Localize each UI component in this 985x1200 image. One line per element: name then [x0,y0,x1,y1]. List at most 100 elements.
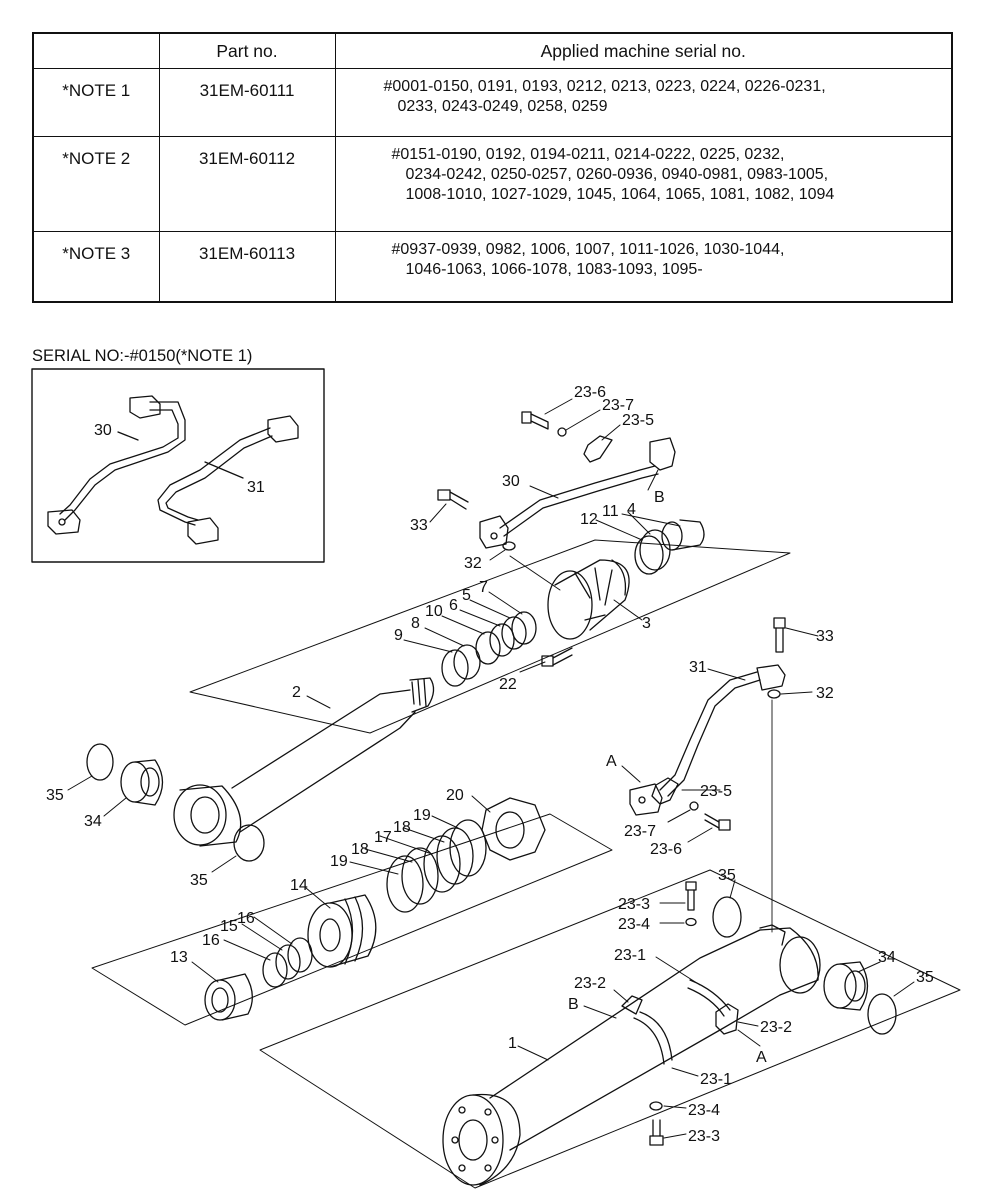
callout-23-2-right: 23-2 [760,1019,792,1036]
o-ring-32-right [767,689,781,699]
callout-b-top: B [654,489,665,506]
callout-15: 15 [220,918,238,935]
seal-5 [501,616,527,650]
callout-23-5: 23-5 [622,412,654,429]
callout-23-3-bottom: 23-3 [688,1128,720,1145]
serial-cell: #0937-0939, 0982, 1006, 1007, 1011-1026,… [334,231,953,303]
callout-23-1-top: 23-1 [614,947,646,964]
header-part-no: Part no. [158,32,336,69]
callout-14: 14 [290,877,308,894]
inset-pipe-30 [47,395,186,535]
ring-17 [423,835,461,893]
note-cell: *NOTE 1 [32,68,160,137]
inset-caption: SERIAL NO:-#0150(*NOTE 1) [32,347,253,365]
ring-8 [453,644,481,680]
callout-16-b: 16 [237,910,255,927]
part-no-cell: 31EM-60113 [158,231,336,303]
serial-line: #0151-0190, 0192, 0194-0211, 0214-0222, … [391,146,785,163]
callout-9: 9 [394,627,403,644]
washer-23-4-bottom [649,1101,663,1111]
serial-line: #0001-0150, 0191, 0193, 0212, 0213, 0223… [383,78,826,95]
ring-16-a [287,937,313,973]
callout-32-right: 32 [816,685,834,702]
callout-34-right: 34 [878,949,896,966]
washer-23-7-top [557,427,567,437]
callout-23-4-top: 23-4 [618,916,650,933]
callout-35-left: 35 [46,787,64,804]
exploded-group-outline-head [189,539,791,734]
callout-4: 4 [627,501,636,518]
seal-10 [475,631,501,665]
bolt-33-left [437,489,469,510]
bracket-23-2-right [715,1003,739,1035]
ring-11 [639,529,671,571]
callout-16-a: 16 [202,932,220,949]
callout-35-mid: 35 [190,872,208,889]
clamp-23-5-right [651,777,679,805]
callout-23-7: 23-7 [602,397,634,414]
serial-line: 1046-1063, 1066-1078, 1083-1093, 1095- [405,261,703,278]
clamp-23-5-top [583,435,613,463]
callout-a-left: A [606,753,617,770]
leader-line [204,461,244,479]
bushing-13 [204,973,253,1021]
callout-b-bottom: B [568,996,579,1013]
pipe-30 [479,437,676,549]
inset-pipe-31 [157,415,299,545]
nut-20 [481,797,546,861]
ring-18-b [401,847,439,905]
callout-19-b: 19 [330,853,348,870]
ring-9 [441,649,469,687]
callout-12: 12 [580,511,598,528]
piston-rod-2 [173,677,435,847]
bolt-23-6-right [704,813,731,831]
seal-7 [511,611,537,645]
callout-23-6-right: 23-6 [650,841,682,858]
bushing-34-right [823,961,869,1011]
callout-35-right-top: 35 [718,867,736,884]
callout-18-a: 18 [393,819,411,836]
inset-label-31: 31 [247,479,265,496]
seal-35-right-top [712,896,742,938]
callout-31: 31 [689,659,707,676]
callout-8: 8 [411,615,420,632]
leader-lines [67,398,915,1139]
callout-33-left: 33 [410,517,428,534]
callout-23-2-left: 23-2 [574,975,606,992]
seal-35-mid [233,824,265,862]
bracket-23-2-left [621,995,643,1015]
washer-23-7-right [689,801,699,811]
ring-6 [489,623,515,657]
callout-2: 2 [292,684,301,701]
callout-20: 20 [446,787,464,804]
bolt-22 [541,647,573,667]
callout-23-6: 23-6 [574,384,606,401]
bolt-23-6-top [521,411,549,430]
seal-35-left [86,743,114,781]
serial-cell: #0151-0190, 0192, 0194-0211, 0214-0222, … [334,136,953,232]
serial-line: #0937-0939, 0982, 1006, 1007, 1011-1026,… [391,241,785,258]
callout-1: 1 [508,1035,517,1052]
callout-23-4-bottom: 23-4 [688,1102,720,1119]
callout-5: 5 [462,587,471,604]
callout-30: 30 [502,473,520,490]
callout-11: 11 [602,503,619,520]
callout-labels: 30 31 23-6 23-7 23-5 30 B 33 4 12 11 32 … [46,384,934,1145]
exploded-group-outline-piston [91,813,613,1026]
cylinder-tube-1 [442,924,821,1186]
part-no-cell: 31EM-60112 [158,136,336,232]
inset-label-30: 30 [94,422,112,439]
clamp-23-1-top [687,979,731,1017]
callout-33-right: 33 [816,628,834,645]
seal-15 [275,944,301,980]
callout-10: 10 [425,603,443,620]
serial-line: 0234-0242, 0250-0257, 0260-0936, 0940-09… [405,166,829,183]
inset-frame [31,368,325,563]
callout-13: 13 [170,949,188,966]
ring-12 [634,535,664,575]
callout-19-a: 19 [413,807,431,824]
washer-23-4-top [685,917,697,927]
callout-17: 17 [374,829,392,846]
ring-16-b [262,952,288,988]
